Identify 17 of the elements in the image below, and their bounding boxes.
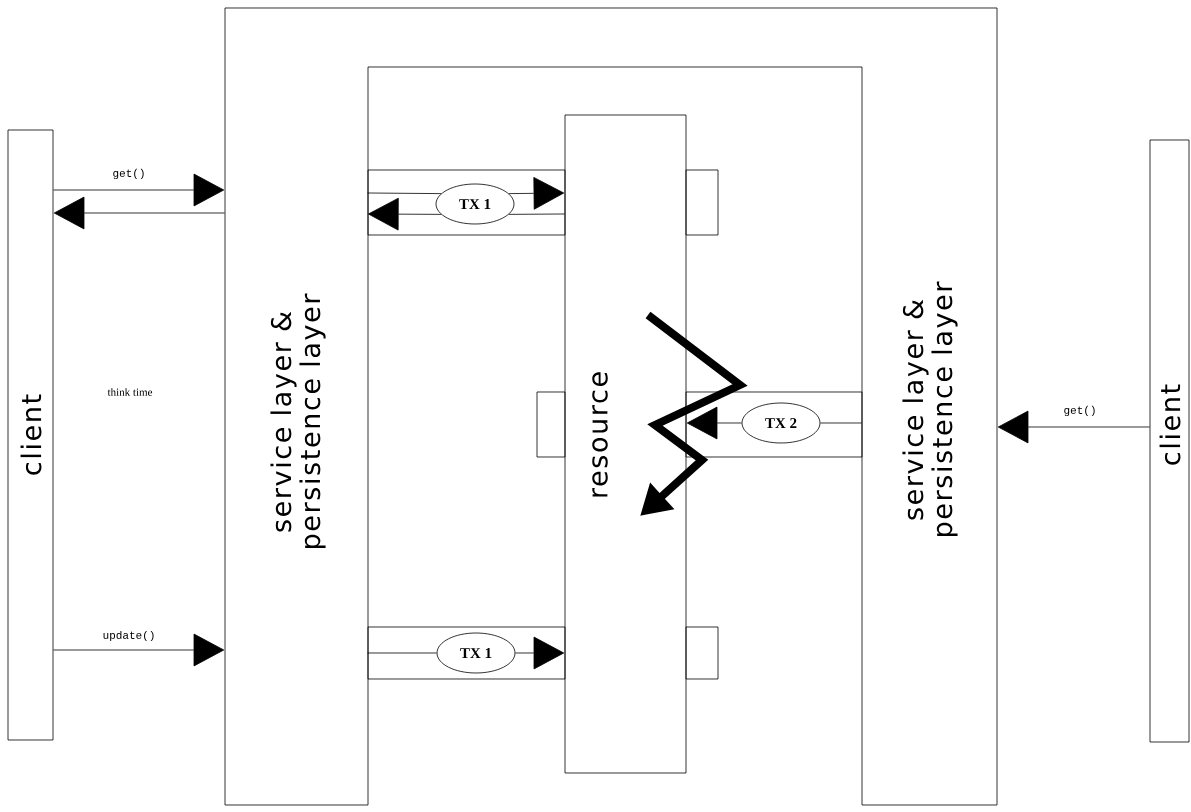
layer-label: service layer & persistence layer xyxy=(270,293,326,548)
edge-label: update() xyxy=(101,629,157,643)
edge-label: get() xyxy=(1062,404,1098,418)
arrow xyxy=(53,196,225,230)
arrow xyxy=(686,406,742,440)
client-box: client xyxy=(7,129,54,741)
arrow xyxy=(368,197,442,231)
arrow xyxy=(53,633,225,667)
edge-label: get() xyxy=(111,167,147,181)
arrow xyxy=(515,636,565,670)
client-box: client xyxy=(1149,139,1190,743)
resource-box: resource xyxy=(564,114,687,774)
arrow xyxy=(508,177,565,210)
note-text: think time xyxy=(107,388,153,396)
layer-label: service layer & persistence layer xyxy=(902,281,958,536)
arrow xyxy=(997,410,1150,444)
arrow xyxy=(53,173,225,207)
